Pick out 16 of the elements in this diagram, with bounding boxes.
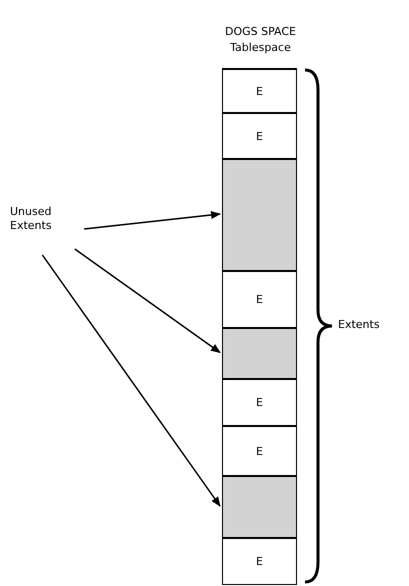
callout-text: Unused Extents [10, 205, 82, 245]
arrow [84, 211, 221, 230]
extent-segment: E [222, 426, 297, 476]
unused-extent-segment [222, 476, 297, 538]
bracket-label: Extents [338, 318, 380, 331]
arrow [42, 254, 221, 507]
extent-segment: E [222, 271, 297, 328]
tablespace-title: Tablespace [229, 41, 292, 54]
unused-extent-segment [222, 159, 297, 271]
extent-segment: E [222, 113, 297, 159]
tablespace-title: DOGS SPACE [224, 25, 297, 38]
extent-segment: E [222, 379, 297, 426]
arrow [74, 248, 221, 354]
unused-extent-segment [222, 328, 297, 379]
extent-segment: E [222, 538, 297, 585]
extent-segment: E [222, 69, 297, 113]
